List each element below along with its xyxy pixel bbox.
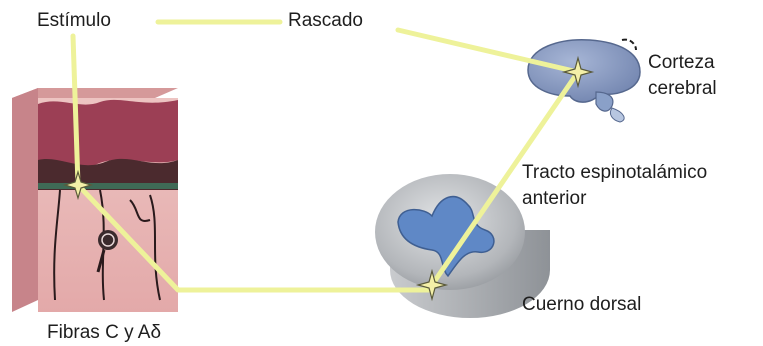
stimulus-label: Estímulo: [37, 10, 111, 32]
fibers-label: Fibras C y Aδ: [47, 322, 161, 344]
basement-strip: [38, 183, 178, 189]
tract-label-line1: Tracto espinotalámico: [522, 162, 707, 184]
cerebral-cortex: [528, 40, 640, 122]
tract-label-line2: anterior: [522, 188, 707, 210]
scratch-label: Rascado: [288, 10, 363, 32]
skin-side-face: [12, 88, 38, 312]
cortex-label: Corteza cerebral: [648, 52, 717, 100]
tract-label: Tracto espinotalámico anterior: [522, 162, 707, 210]
cortex-label-line2: cerebral: [648, 78, 717, 100]
cortex-label-line1: Corteza: [648, 52, 717, 74]
dorsal-horn-label: Cuerno dorsal: [522, 294, 641, 316]
epidermis-layer: [38, 100, 178, 169]
